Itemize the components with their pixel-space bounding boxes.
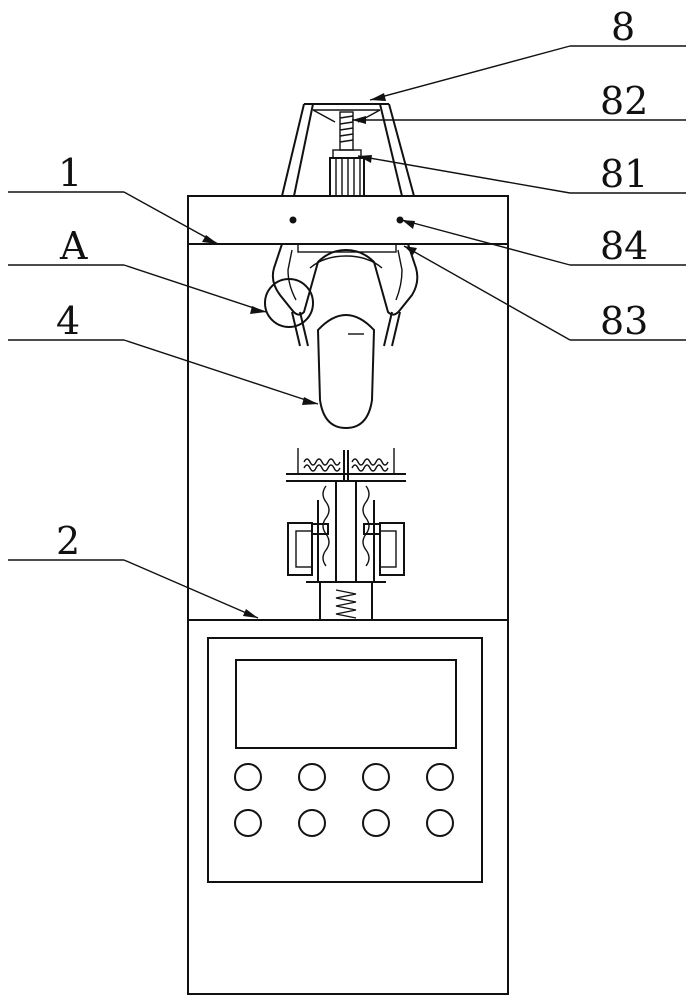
tray-spring-right [351, 458, 389, 472]
button-5[interactable] [234, 809, 262, 837]
button-8[interactable] [426, 809, 454, 837]
control-buttons [234, 763, 454, 837]
pin-right [396, 216, 404, 224]
pin-left [289, 216, 297, 224]
label-1: 1 [58, 151, 82, 195]
tray-spring-left [303, 458, 341, 472]
crossbeam [188, 216, 508, 253]
display-screen [235, 659, 457, 749]
button-6[interactable] [298, 809, 326, 837]
motor-assembly [281, 103, 415, 197]
button-2[interactable] [298, 763, 326, 791]
detail-circle-a [264, 278, 314, 328]
button-3[interactable] [362, 763, 390, 791]
base-spring [335, 589, 357, 619]
label-81: 81 [600, 152, 648, 196]
button-1[interactable] [234, 763, 262, 791]
label-82: 82 [600, 79, 648, 123]
label-83: 83 [600, 299, 648, 343]
button-7[interactable] [362, 809, 390, 837]
label-a: A [59, 224, 88, 268]
labels: 8 82 81 1 84 A 83 4 2 [56, 5, 648, 563]
label-4: 4 [56, 299, 80, 343]
clamp-arms [264, 243, 419, 347]
upper-frame [187, 195, 509, 621]
label-84: 84 [600, 224, 648, 268]
leader-lines [8, 45, 686, 619]
arrowheads [202, 93, 417, 618]
lower-clamp-assembly [286, 448, 406, 620]
workpiece [316, 314, 376, 430]
button-4[interactable] [426, 763, 454, 791]
control-cabinet [187, 619, 509, 995]
label-8: 8 [611, 5, 635, 49]
label-2: 2 [56, 519, 80, 563]
